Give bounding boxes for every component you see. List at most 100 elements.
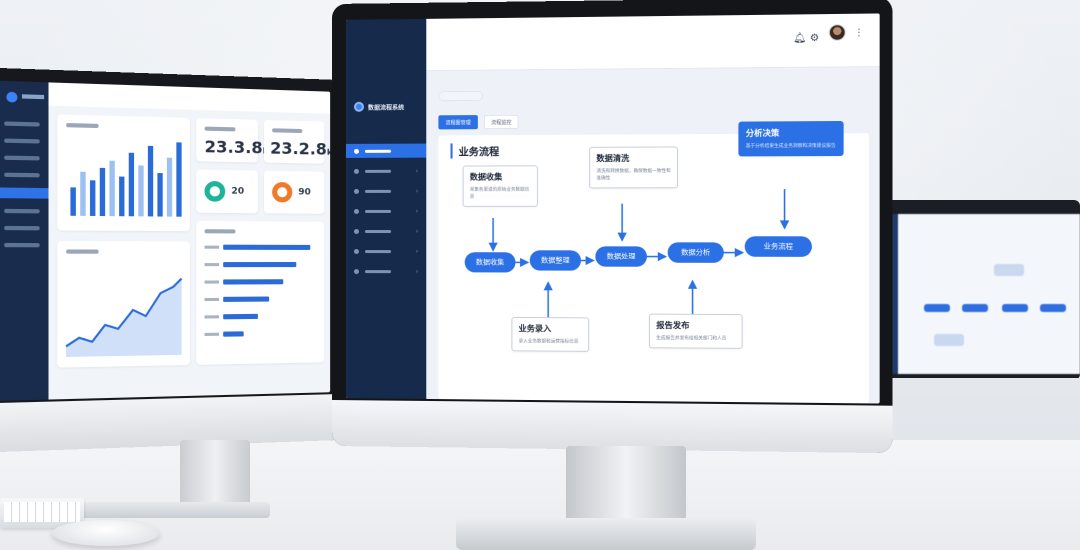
nav-icon bbox=[353, 268, 359, 274]
ring-value: 90 bbox=[298, 187, 311, 198]
background-monitor-bezel bbox=[866, 200, 1080, 380]
sidebar-item[interactable] bbox=[4, 225, 40, 231]
flow-node bbox=[1040, 304, 1066, 312]
settings-icon[interactable]: ⚙ bbox=[809, 32, 820, 45]
area-chart-card bbox=[57, 241, 190, 368]
sidebar-item[interactable] bbox=[4, 121, 40, 127]
box-desc: 清洗和转换数据，确保数据一致性和准确性 bbox=[596, 168, 671, 182]
keyboard-keys bbox=[4, 502, 80, 522]
flow-node-analyze[interactable]: 数据分析 bbox=[667, 242, 724, 263]
nav-icon bbox=[353, 208, 359, 214]
sidebar-item-active[interactable] bbox=[345, 143, 427, 158]
box-desc: 采集各渠道的原始业务数据信息 bbox=[469, 187, 530, 200]
tab-flow-management[interactable]: 流程图管理 bbox=[438, 115, 478, 130]
background-monitor-chin bbox=[866, 378, 1080, 390]
ring-card: 90 bbox=[264, 170, 325, 214]
kpi-value: 23.2.8k bbox=[270, 138, 331, 159]
box-title: 分析决策 bbox=[745, 128, 780, 138]
progress-ring bbox=[272, 181, 293, 203]
flow-node bbox=[934, 334, 964, 346]
hbar bbox=[223, 244, 311, 250]
mouse bbox=[52, 520, 160, 546]
sidebar-item[interactable]: › bbox=[346, 264, 426, 278]
bar-chart-card bbox=[57, 114, 190, 232]
nav-label bbox=[364, 209, 392, 213]
card-title bbox=[272, 128, 303, 134]
box-title: 报告发布 bbox=[656, 320, 690, 331]
flow-node-collect[interactable]: 数据收集 bbox=[464, 252, 516, 273]
nav-label bbox=[364, 189, 392, 193]
sidebar-item[interactable] bbox=[4, 155, 40, 161]
flow-node bbox=[994, 264, 1024, 276]
bar bbox=[99, 167, 106, 217]
box-title: 数据收集 bbox=[469, 172, 503, 182]
logo-text bbox=[21, 94, 45, 100]
bar bbox=[119, 176, 125, 217]
tab-bar: 流程图管理 流程监控 bbox=[438, 114, 519, 130]
bar bbox=[176, 142, 182, 217]
ring-value: 20 bbox=[231, 186, 245, 197]
flow-box-input[interactable]: 业务录入 录入业务数据和运营指标信息 bbox=[511, 316, 590, 352]
sidebar-item[interactable]: › bbox=[346, 164, 426, 178]
nav-icon bbox=[353, 228, 359, 234]
hbar-chart-card bbox=[196, 220, 325, 365]
flow-node-process[interactable]: 数据处理 bbox=[595, 246, 647, 267]
brand: 数据流程系统 bbox=[353, 101, 404, 112]
left-monitor-stand bbox=[180, 440, 250, 512]
nav-icon bbox=[353, 248, 359, 254]
sidebar-item[interactable]: › bbox=[346, 224, 426, 238]
search-input[interactable] bbox=[438, 90, 483, 102]
nav-label bbox=[364, 249, 392, 253]
background-monitor bbox=[866, 200, 1080, 390]
card-title bbox=[204, 126, 236, 132]
sidebar-item[interactable] bbox=[4, 208, 40, 214]
flow-node-business[interactable]: 业务流程 bbox=[744, 236, 812, 257]
logo-icon bbox=[353, 101, 364, 112]
nav-label bbox=[364, 229, 392, 233]
hbar-label bbox=[204, 245, 220, 249]
kpi-value: 23.3.8k bbox=[204, 136, 269, 158]
sidebar-item-active[interactable] bbox=[0, 187, 49, 199]
main-monitor-stand bbox=[566, 446, 686, 526]
tab-flow-monitor[interactable]: 流程监控 bbox=[483, 114, 519, 130]
box-desc: 生成报告并发布给相关部门和人员 bbox=[656, 336, 727, 342]
main-monitor-bezel: 数据流程系统 › › › › › › 🔔︎ ⚙ ⋮ 流程图管理 流程监控 bbox=[332, 0, 892, 453]
sidebar-item[interactable]: › bbox=[346, 204, 426, 218]
left-monitor: 23.3.8k 23.2.8k 20 90 bbox=[0, 67, 340, 518]
chevron-right-icon: › bbox=[415, 187, 419, 195]
area-chart bbox=[57, 241, 190, 357]
kpi-card: 23.2.8k bbox=[264, 119, 330, 164]
bar bbox=[109, 160, 115, 217]
bar bbox=[157, 172, 163, 217]
flow-box-insight[interactable]: 分析决策 基于分析结果生成业务洞察和决策建议报告 bbox=[738, 120, 844, 157]
hbar bbox=[223, 313, 258, 320]
main-sidebar: 数据流程系统 › › › › › › bbox=[345, 18, 427, 399]
sidebar-item[interactable] bbox=[4, 242, 40, 248]
flow-box-source[interactable]: 数据收集 采集各渠道的原始业务数据信息 bbox=[462, 165, 538, 207]
flow-box-report[interactable]: 报告发布 生成报告并发布给相关部门和人员 bbox=[648, 313, 743, 349]
sidebar-item[interactable] bbox=[4, 172, 40, 178]
bell-icon[interactable]: 🔔︎ bbox=[792, 32, 807, 45]
dashboard-sidebar bbox=[0, 80, 49, 401]
nav-label bbox=[364, 169, 392, 173]
hbar-label bbox=[204, 263, 220, 267]
sidebar-item[interactable]: › bbox=[346, 184, 426, 198]
flow-box-process[interactable]: 数据清洗 清洗和转换数据，确保数据一致性和准确性 bbox=[589, 146, 679, 189]
flow-node bbox=[924, 304, 950, 312]
dashboard-screen: 23.3.8k 23.2.8k 20 90 bbox=[0, 80, 331, 401]
kpi-card: 23.3.8k bbox=[196, 118, 268, 163]
main-monitor-base bbox=[456, 518, 756, 550]
left-monitor-bezel: 23.3.8k 23.2.8k 20 90 bbox=[0, 67, 340, 453]
sidebar-item[interactable] bbox=[4, 138, 40, 144]
avatar[interactable] bbox=[828, 24, 846, 41]
sidebar-item[interactable]: › bbox=[346, 244, 426, 258]
menu-icon[interactable]: ⋮ bbox=[854, 28, 864, 39]
nav-icon bbox=[353, 188, 359, 194]
flow-node-organize[interactable]: 数据整理 bbox=[529, 250, 581, 271]
hbar-label bbox=[204, 297, 220, 302]
bar bbox=[80, 171, 86, 216]
bar bbox=[70, 187, 76, 216]
chevron-right-icon: › bbox=[415, 207, 419, 215]
background-monitor-screen bbox=[874, 214, 1080, 374]
box-title: 数据清洗 bbox=[596, 153, 630, 164]
